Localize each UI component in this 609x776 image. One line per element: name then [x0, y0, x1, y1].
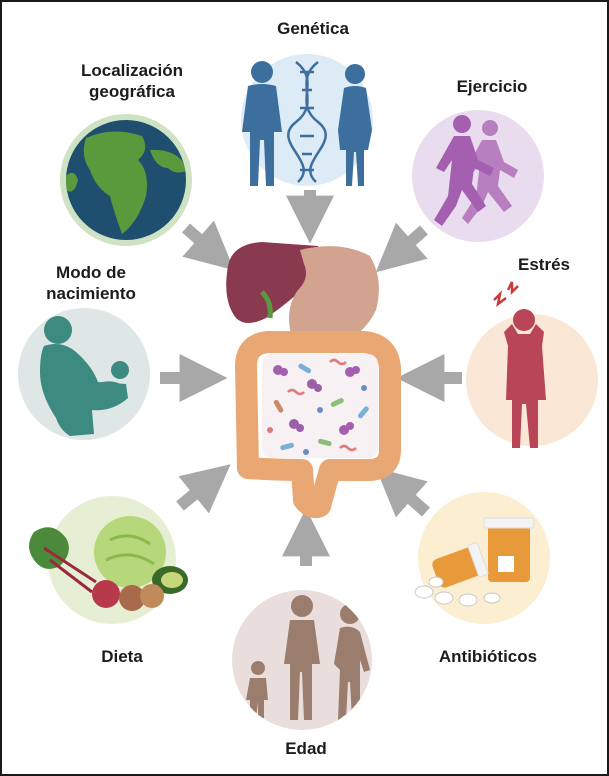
- label-edad: Edad: [266, 738, 346, 759]
- vegetables-icon: [29, 496, 188, 624]
- label-dieta: Dieta: [82, 646, 162, 667]
- stressed-person-icon: [466, 282, 598, 448]
- label-localizacion: Localización geográfica: [62, 60, 202, 102]
- mother-baby-icon: [18, 308, 150, 440]
- label-ejercicio: Ejercicio: [432, 76, 552, 97]
- couple-dna-icon: [241, 54, 373, 186]
- arrow-dieta: [180, 478, 214, 506]
- pills-icon: [415, 492, 550, 624]
- label-antibioticos: Antibióticos: [418, 646, 558, 667]
- globe-icon: [60, 114, 192, 246]
- elderly-family-icon: [232, 590, 375, 730]
- digestive-system-icon: [226, 242, 390, 507]
- label-estres: Estrés: [508, 254, 580, 275]
- arrow-antibioticos: [392, 482, 426, 512]
- label-modo-nacimiento: Modo de nacimiento: [36, 262, 146, 304]
- arrow-localizacion: [186, 228, 218, 256]
- label-genetica: Genética: [258, 18, 368, 39]
- arrow-ejercicio: [392, 230, 424, 258]
- runners-icon: [412, 110, 544, 242]
